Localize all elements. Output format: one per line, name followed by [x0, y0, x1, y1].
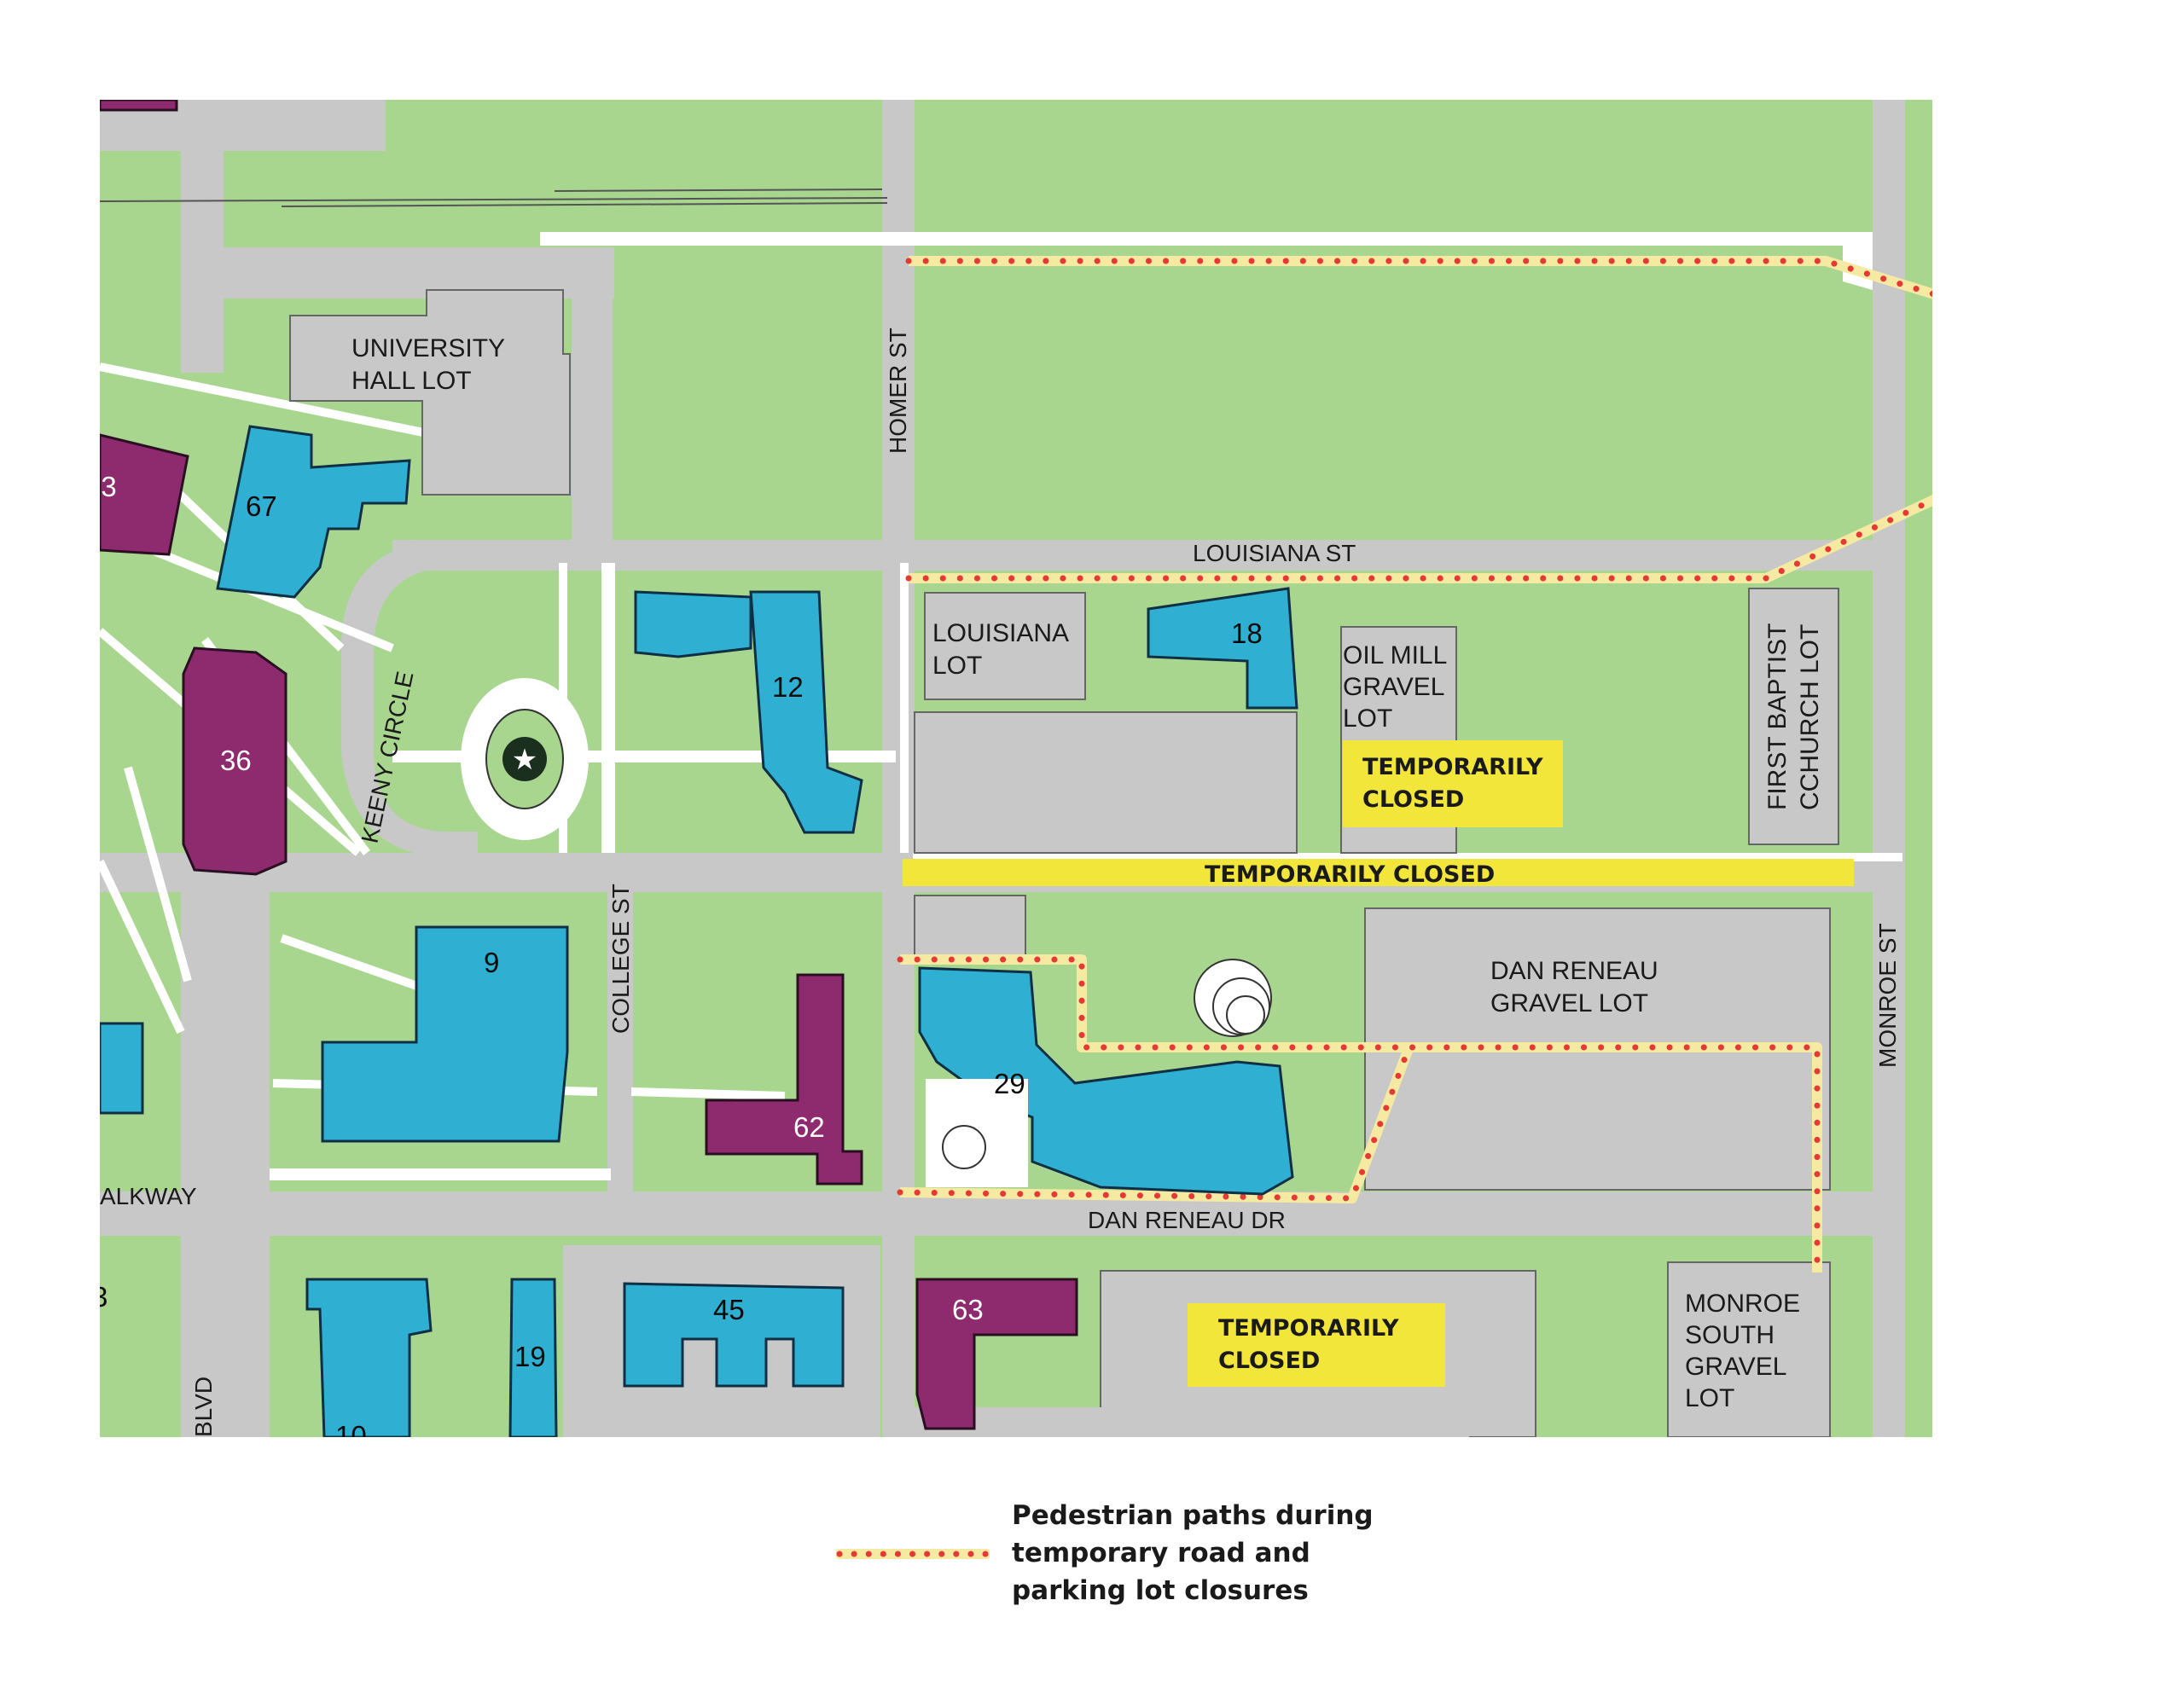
legend-line-2: temporary road and [1012, 1538, 1310, 1568]
label-building-63: 63 [952, 1294, 984, 1325]
building-36-shape [182, 646, 288, 876]
building-45-shape [623, 1282, 845, 1388]
closed-box-oil-mill-bg [1343, 740, 1563, 827]
label-building-18: 18 [1231, 617, 1263, 649]
label-dan-reneau-dr: DAN RENEAU DR [1088, 1207, 1286, 1233]
ped-path-louisiana-dots [905, 496, 1932, 582]
label-college-st: COLLEGE ST [607, 884, 634, 1034]
building-12a-shape [634, 590, 752, 658]
building-29-shape [918, 966, 1294, 1196]
legend-text: Pedestrian paths during temporary road a… [1012, 1497, 1374, 1609]
closure-labels: TEMPORARILY CLOSED TEMPORARILY CLOSED TE… [1205, 754, 1551, 1374]
label-dan-reneau-lot: DAN RENEAU GRAVEL LOT [1490, 957, 1665, 1017]
lot-south-2 [915, 1407, 1469, 1437]
street-labels: LOUISIANA ST HOMER ST COLLEGE ST KEENY C… [100, 328, 1901, 1437]
label-closed-oil-mill: TEMPORARILY CLOSED [1362, 754, 1551, 813]
lot-first-baptist [1748, 588, 1839, 845]
label-building-19: 19 [514, 1341, 546, 1372]
closed-box-south-bg [1188, 1303, 1445, 1387]
lot-29-north [914, 895, 1026, 956]
legend: Pedestrian paths during temporary road a… [836, 1497, 1484, 1616]
label-building-29: 29 [994, 1068, 1025, 1099]
lot-louisiana-south [914, 711, 1298, 854]
buildings-purple [100, 100, 1078, 1430]
lot-louisiana [924, 592, 1086, 700]
label-homer-st: HOMER ST [885, 328, 911, 454]
building-labels-purple: 53 36 62 63 [85, 471, 984, 1325]
label-building-53: 53 [85, 471, 117, 502]
label-building-62: 62 [793, 1111, 825, 1143]
building-12-shape [749, 590, 863, 834]
label-monroe-st: MONROE ST [1874, 923, 1901, 1068]
label-first-baptist-lot: FIRST BAPTIST CCHURCH LOT [1763, 617, 1824, 810]
building-10-shape [305, 1278, 433, 1437]
label-building-9: 9 [484, 947, 499, 978]
legend-line-1: Pedestrian paths during [1012, 1500, 1374, 1531]
label-city-lot: CITY LOT [1988, 359, 2053, 420]
building-18-shape [1147, 587, 1298, 710]
label-walkway: ALKWAY [100, 1183, 197, 1209]
building-top-purple [100, 100, 178, 112]
building-62-shape [705, 973, 863, 1186]
label-louisiana-st: LOUISIANA ST [1193, 540, 1356, 566]
label-oil-mill-lot: OIL MILL GRAVEL LOT [1343, 641, 1454, 733]
label-building-67: 67 [246, 490, 277, 522]
buildings-blue [100, 425, 1298, 1437]
legend-pedestrian-path-icon [836, 1549, 990, 1559]
lot-city [1943, 290, 2097, 501]
label-building-10: 10 [335, 1420, 367, 1452]
north-road-2 [572, 256, 613, 546]
fountain-29 [942, 1125, 986, 1169]
building-67-shape [216, 425, 411, 599]
building-9-shape [321, 925, 569, 1143]
ped-path-north-dots [905, 258, 1932, 297]
homer-st-road [882, 100, 915, 1437]
building-19-shape [508, 1278, 558, 1437]
college-st-road [607, 887, 633, 1194]
water-tower [1194, 959, 1272, 1037]
building-labels: 67 12 18 9 29 45 19 10 3 [92, 490, 1263, 1452]
keeny-circle-road [341, 540, 478, 857]
pedestrian-paths [897, 256, 1932, 1276]
label-louisiana-lot: LOUISIANA LOT [932, 619, 1075, 680]
closed-road-bar [903, 859, 1854, 886]
label-building-3: 3 [92, 1281, 107, 1313]
label-monroe-south-lot: MONROE SOUTH GRAVEL LOT [1685, 1290, 1807, 1412]
ped-path-south-dots [897, 956, 1821, 1276]
louisiana-st-road [392, 540, 1905, 571]
label-building-12: 12 [772, 671, 804, 703]
label-blvd: BLVD [190, 1377, 217, 1437]
building-left-blue [100, 1022, 144, 1115]
star-icon: ★ [512, 743, 537, 777]
label-university-hall-lot: UNIVERSITY HALL LOT [351, 334, 512, 395]
label-closed-south: TEMPORARILY CLOSED [1218, 1315, 1407, 1374]
building-63-shape [915, 1278, 1078, 1430]
legend-line-3: parking lot closures [1012, 1575, 1309, 1606]
monroe-st-road [1873, 100, 1905, 1437]
lot-labels: UNIVERSITY HALL LOT CITY LOT LOUISIANA L… [351, 334, 2053, 1412]
building-53-shape [100, 433, 189, 556]
lot-monroe-south [1667, 1261, 1831, 1437]
lot-university-hall [289, 289, 571, 496]
label-building-36: 36 [220, 745, 252, 776]
railroad-tracks [100, 188, 888, 207]
label-building-45: 45 [713, 1294, 745, 1325]
ped-path-reneau [899, 1048, 1413, 1203]
label-closed-road: TEMPORARILY CLOSED [1205, 861, 1495, 888]
monument: ★ [461, 678, 589, 840]
blvd-road [181, 891, 270, 1437]
